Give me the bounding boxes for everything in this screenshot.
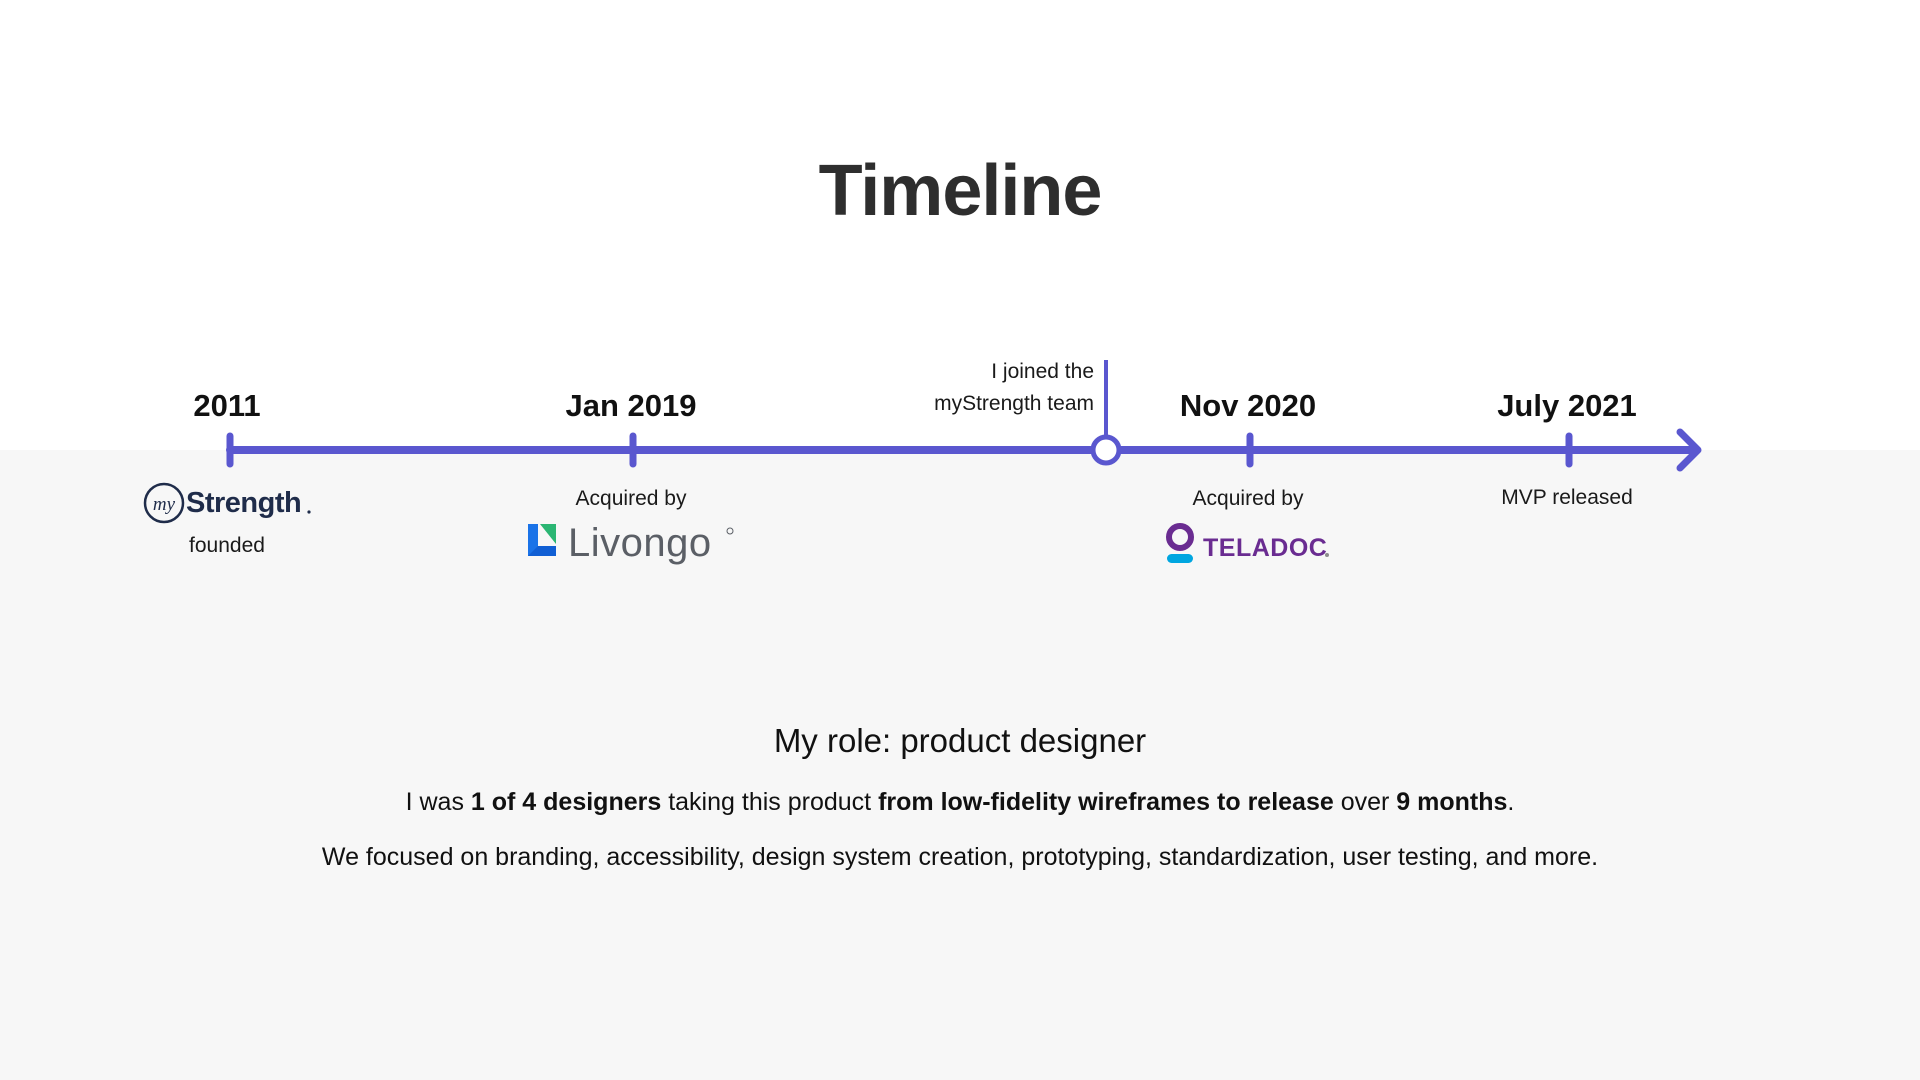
year-label-nov-2020: Nov 2020 — [1179, 388, 1317, 423]
joined-marker-circle — [1090, 434, 1122, 466]
lower-background-band — [0, 450, 1920, 1080]
caption-acquired-teladoc: Acquired by — [1192, 487, 1304, 510]
role-focus-line: We focused on branding, accessibility, d… — [321, 843, 1599, 871]
joined-marker-line2: myStrength team — [934, 392, 1094, 415]
year-label-july-2021: July 2021 — [1497, 388, 1637, 423]
role-heading: My role: product designer — [773, 722, 1147, 759]
caption-founded: founded — [189, 534, 265, 557]
year-label-2011: 2011 — [193, 388, 261, 423]
role-summary-line: I was 1 of 4 designers taking this produ… — [405, 788, 1515, 816]
timeline-arrowhead-icon — [1676, 428, 1702, 472]
caption-acquired-livongo: Acquired by — [575, 487, 687, 510]
svg-text:Strength: Strength — [186, 487, 301, 519]
page-title: Timeline — [818, 151, 1103, 231]
joined-marker-label: I joined the myStrength team — [934, 356, 1094, 420]
livongo-logo: Livongo — [528, 521, 734, 565]
mystrength-logo: my Strength — [143, 482, 311, 524]
svg-text:my: my — [153, 494, 176, 515]
svg-text:Livongo: Livongo — [568, 521, 712, 565]
svg-text:TELADOC: TELADOC — [1203, 534, 1327, 562]
joined-marker-line1: I joined the — [991, 360, 1094, 383]
caption-mvp-released: MVP released — [1501, 486, 1633, 509]
teladoc-logo: TELADOC — [1166, 523, 1329, 563]
year-label-jan-2019: Jan 2019 — [565, 388, 697, 423]
